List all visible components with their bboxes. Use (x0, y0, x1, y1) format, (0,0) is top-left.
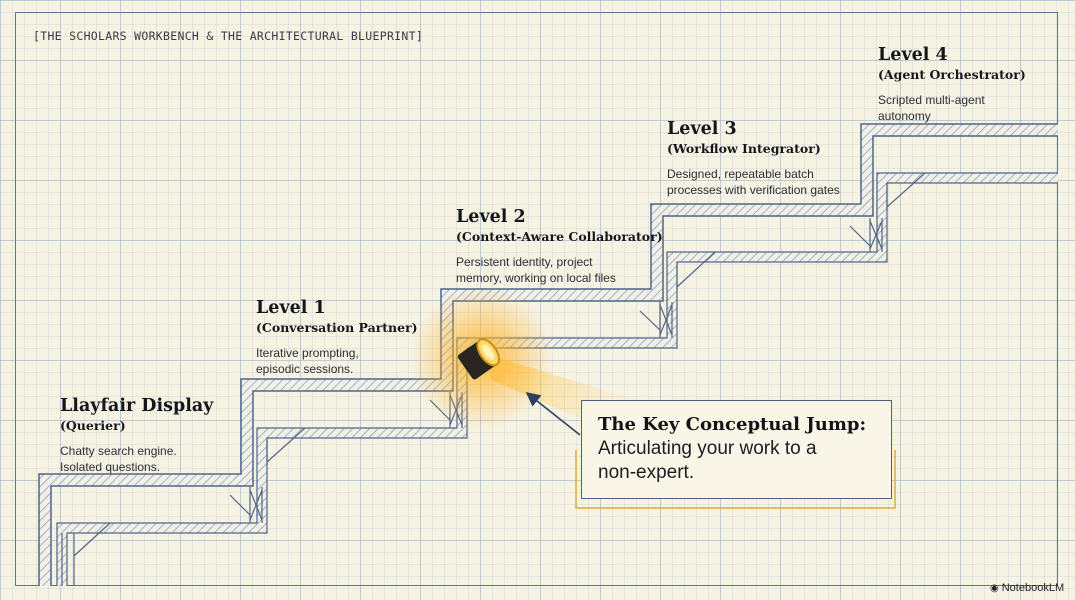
level-0-subtitle: (Querier) (60, 418, 126, 433)
level-1-subtitle: (Conversation Partner) (256, 320, 418, 335)
stair-wall-inner-line (50, 135, 1058, 586)
level-4-desc-line1: Scripted multi-agent (878, 93, 985, 107)
notebooklm-logo-icon: ◉ (990, 583, 999, 594)
brand-label: NotebookLM (1001, 582, 1065, 594)
level-0-block: Llayfair Display (Querier) Chatty search… (60, 395, 213, 475)
stair-wall-hatch (38, 123, 1058, 586)
callout-arrow (525, 392, 581, 436)
level-0-desc-line2: Isolated questions. (60, 460, 161, 474)
level-0-desc: Chatty search engine. Isolated questions… (60, 443, 213, 475)
stair-wall-outer-line (38, 123, 1058, 586)
blueprint-header: [THE SCHOLARS WORKBENCH & THE ARCHITECTU… (33, 29, 424, 43)
blueprint-frame (15, 12, 1058, 586)
level-2-block: Level 2 (Context-Aware Collaborator) Per… (456, 206, 663, 286)
level-1-block: Level 1 (Conversation Partner) Iterative… (256, 297, 418, 377)
level-2-title: Level 2 (456, 207, 526, 227)
level-3-desc: Designed, repeatable batch processes wit… (667, 166, 840, 198)
spotlight-lamp-icon (457, 338, 501, 380)
level-3-desc-line2: processes with verification gates (667, 183, 840, 197)
callout-line-2: non-expert. (598, 462, 695, 483)
level-3-subtitle: (Workflow Integrator) (667, 141, 821, 156)
level-1-desc-line1: Iterative prompting, (256, 346, 359, 360)
level-1-desc-line2: episodic sessions. (256, 362, 354, 376)
notebooklm-watermark: ◉NotebookLM (990, 582, 1064, 594)
level-4-block: Level 4 (Agent Orchestrator) Scripted mu… (878, 44, 1026, 124)
callout-line-1: Articulating your work to a (598, 438, 817, 459)
level-4-title: Level 4 (878, 45, 948, 65)
level-2-subtitle: (Context-Aware Collaborator) (456, 229, 663, 244)
level-2-desc: Persistent identity, project memory, wor… (456, 254, 663, 286)
level-0-title: Llayfair Display (60, 396, 214, 416)
level-1-desc: Iterative prompting, episodic sessions. (256, 345, 418, 377)
callout-bracket-bottom (575, 450, 896, 509)
callout-title: The Key Conceptual Jump: (598, 414, 867, 435)
level-0-desc-line1: Chatty search engine. (60, 444, 177, 458)
level-4-desc: Scripted multi-agent autonomy (878, 92, 1026, 124)
level-4-subtitle: (Agent Orchestrator) (878, 67, 1026, 82)
level-4-desc-line2: autonomy (878, 109, 931, 123)
level-2-desc-line1: Persistent identity, project (456, 255, 593, 269)
key-jump-callout: The Key Conceptual Jump: Articulating yo… (581, 400, 892, 499)
level-2-desc-line2: memory, working on local files (456, 271, 616, 285)
level-3-title: Level 3 (667, 119, 737, 139)
level-3-block: Level 3 (Workflow Integrator) Designed, … (667, 118, 840, 198)
level-1-title: Level 1 (256, 298, 326, 318)
level-3-desc-line1: Designed, repeatable batch (667, 167, 814, 181)
